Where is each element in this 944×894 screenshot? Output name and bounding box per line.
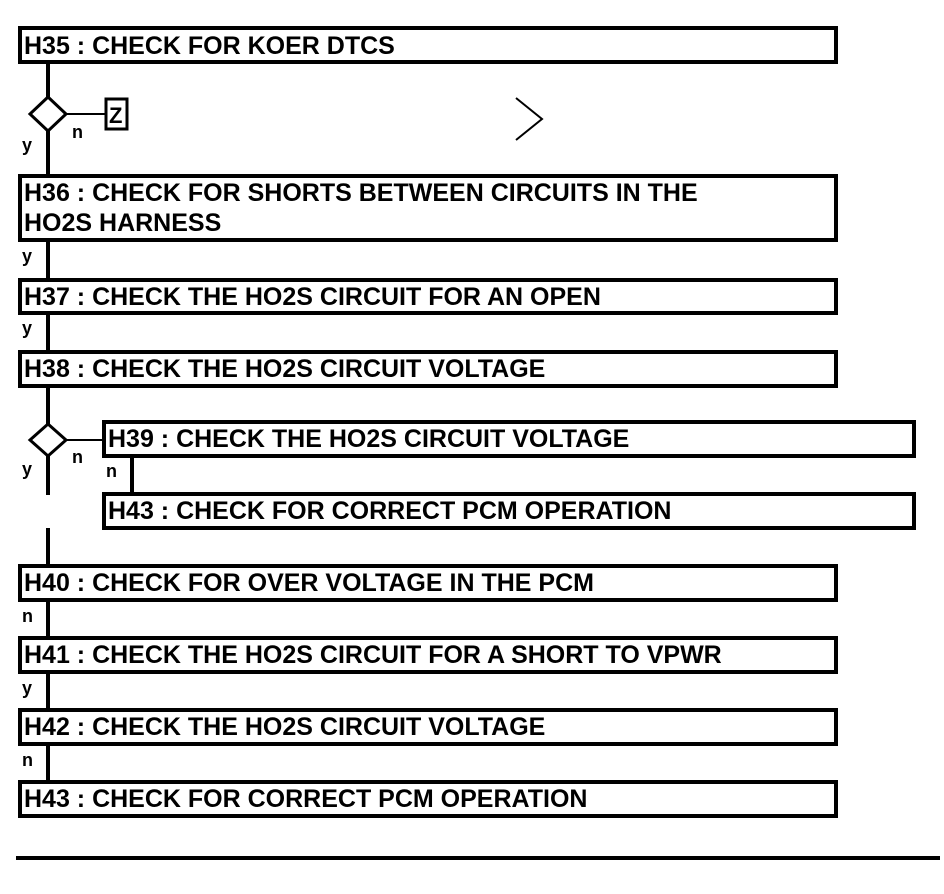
- step-box-h42: [18, 708, 838, 746]
- label-d1-no: n: [72, 122, 83, 142]
- continuation-chevron-icon: [515, 97, 544, 141]
- step-box-h39: [102, 420, 916, 458]
- label-after-h40: n: [22, 606, 33, 626]
- step-label-h37: H37 : CHECK THE HO2S CIRCUIT FOR AN OPEN: [24, 283, 601, 311]
- step-label-h40: H40 : CHECK FOR OVER VOLTAGE IN THE PCM: [24, 569, 594, 597]
- step-label-h36-line2: HO2S HARNESS: [24, 209, 221, 237]
- label-after-h36: y: [22, 246, 32, 266]
- step-box-h38: [18, 350, 838, 388]
- step-box-h41: [18, 636, 838, 674]
- step-box-h40: [18, 564, 838, 602]
- label-after-h41: y: [22, 678, 32, 698]
- step-label-h39: H39 : CHECK THE HO2S CIRCUIT VOLTAGE: [108, 425, 629, 453]
- label-after-h42: n: [22, 750, 33, 770]
- decision-diamond-2: [27, 421, 69, 459]
- step-box-h35: [18, 26, 838, 64]
- ref-label-z: Z: [109, 103, 122, 128]
- step-box-h37: [18, 278, 838, 315]
- step-box-h36: [18, 174, 838, 242]
- step-label-h36-line1: H36 : CHECK FOR SHORTS BETWEEN CIRCUITS …: [24, 179, 698, 207]
- step-label-h43-branch: H43 : CHECK FOR CORRECT PCM OPERATION: [108, 497, 671, 525]
- label-d1-yes: y: [22, 135, 32, 155]
- step-box-h43-branch: [102, 492, 916, 530]
- decision-diamond-1: [27, 94, 69, 134]
- label-after-h37: y: [22, 318, 32, 338]
- label-after-h39: n: [106, 461, 117, 481]
- step-label-h41: H41 : CHECK THE HO2S CIRCUIT FOR A SHORT…: [24, 641, 722, 669]
- step-box-h43: [18, 780, 838, 818]
- label-d2-yes: y: [22, 459, 32, 479]
- step-label-h43: H43 : CHECK FOR CORRECT PCM OPERATION: [24, 785, 587, 813]
- step-label-h42: H42 : CHECK THE HO2S CIRCUIT VOLTAGE: [24, 713, 545, 741]
- step-label-h35: H35 : CHECK FOR KOER DTCS: [24, 32, 395, 60]
- ref-box-z: [104, 97, 129, 131]
- step-label-h38: H38 : CHECK THE HO2S CIRCUIT VOLTAGE: [24, 355, 545, 383]
- label-d2-no: n: [72, 447, 83, 467]
